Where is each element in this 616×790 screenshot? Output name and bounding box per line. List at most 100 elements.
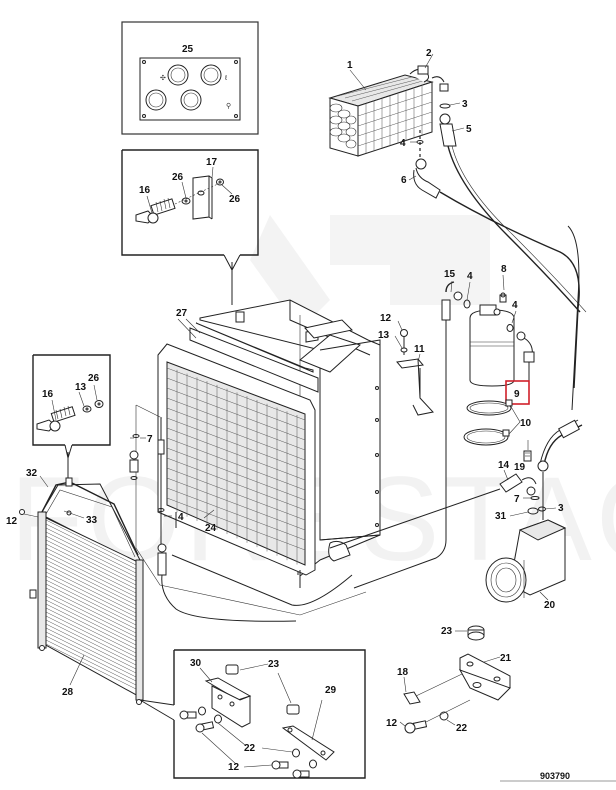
- grille-slat: [166, 497, 306, 551]
- part-label-13[interactable]: 13: [378, 330, 390, 341]
- part-label-19[interactable]: 19: [514, 462, 526, 473]
- part-label-4[interactable]: 4: [400, 138, 406, 149]
- part-label-23[interactable]: 23: [441, 626, 453, 637]
- condenser-fin: [45, 555, 137, 602]
- part-label-15[interactable]: 15: [444, 269, 456, 280]
- part-label-20[interactable]: 20: [544, 600, 556, 611]
- condenser-fin: [45, 547, 137, 594]
- condenser-fin: [45, 603, 137, 650]
- condenser-fin: [45, 615, 137, 662]
- part-label-14[interactable]: 14: [498, 460, 510, 471]
- part-label-21[interactable]: 21: [500, 653, 512, 664]
- part-label-9[interactable]: 9: [514, 389, 520, 400]
- figure-number: 903790: [540, 771, 570, 781]
- part-label-26[interactable]: 26: [88, 373, 100, 384]
- part-label-3[interactable]: 3: [558, 503, 564, 514]
- part-label-25[interactable]: 25: [182, 44, 194, 55]
- inset-control-panel[interactable]: ✣ ℓ ⚲ 25: [121, 21, 259, 135]
- condenser-fin: [45, 543, 137, 590]
- condenser-fin: [45, 583, 137, 630]
- part-label-24[interactable]: 24: [205, 523, 217, 534]
- part-label-22[interactable]: 22: [244, 743, 256, 754]
- liquid-line[interactable]: 15 4: [353, 269, 473, 589]
- highlight-box-part-9[interactable]: [505, 380, 530, 405]
- condenser-fin: [45, 539, 137, 586]
- part-label-29[interactable]: 29: [325, 685, 337, 696]
- condenser-fin: [45, 643, 137, 690]
- grille-slat: [166, 437, 306, 491]
- condenser-fin: [45, 607, 137, 654]
- condenser-fin: [45, 527, 137, 574]
- svg-text:ℓ: ℓ: [224, 75, 228, 82]
- receiver-drier[interactable]: 8 4 9: [469, 264, 535, 405]
- condenser-fin: [45, 567, 137, 614]
- part-label-32[interactable]: 32: [26, 468, 38, 479]
- part-label-6[interactable]: 6: [401, 175, 407, 186]
- condenser-fin: [45, 639, 137, 686]
- part-label-26[interactable]: 26: [229, 194, 241, 205]
- part-label-26[interactable]: 26: [172, 172, 184, 183]
- condenser-fin: [45, 531, 137, 578]
- evaporator[interactable]: [328, 65, 449, 157]
- condenser-fin: [45, 611, 137, 658]
- grille-slat: [166, 427, 306, 481]
- condenser-fin: [45, 623, 137, 670]
- part-label-12[interactable]: 12: [6, 516, 18, 527]
- condenser[interactable]: 32 12 33 28: [6, 468, 144, 705]
- evaporator-fittings[interactable]: 1 2 3 4 5 6: [347, 48, 587, 411]
- part-label-13[interactable]: 13: [75, 382, 87, 393]
- condenser-fin: [45, 571, 137, 618]
- part-label-12[interactable]: 12: [386, 718, 398, 729]
- part-label-16[interactable]: 16: [42, 389, 54, 400]
- condenser-fin: [45, 631, 137, 678]
- part-label-28[interactable]: 28: [62, 687, 74, 698]
- part-label-23[interactable]: 23: [268, 659, 280, 670]
- part-label-10[interactable]: 10: [520, 418, 532, 429]
- grille-slat: [166, 487, 306, 541]
- clamps[interactable]: 10: [463, 399, 532, 446]
- part-label-27[interactable]: 27: [176, 308, 188, 319]
- compressor[interactable]: 19 14 7 3 31 20: [329, 419, 583, 611]
- condenser-fin: [45, 563, 137, 610]
- part-label-30[interactable]: 30: [190, 658, 202, 669]
- bracket-11[interactable]: 12 13 11: [378, 313, 434, 416]
- condenser-fin: [45, 519, 137, 566]
- part-label-1[interactable]: 1: [347, 60, 353, 71]
- condenser-fin: [45, 599, 137, 646]
- part-label-18[interactable]: 18: [397, 667, 409, 678]
- part-label-4[interactable]: 4: [467, 271, 473, 282]
- part-label-17[interactable]: 17: [206, 157, 218, 168]
- grille-slat: [166, 457, 306, 511]
- part-label-5[interactable]: 5: [466, 124, 472, 135]
- part-label-31[interactable]: 31: [495, 511, 507, 522]
- part-label-22[interactable]: 22: [456, 723, 468, 734]
- condenser-fin: [45, 595, 137, 642]
- grille-slat: [166, 417, 306, 471]
- inset-wing-bolt-left[interactable]: 13 26 16: [32, 354, 111, 478]
- part-label-3[interactable]: 3: [462, 99, 468, 110]
- part-label-7[interactable]: 7: [147, 434, 153, 445]
- part-label-33[interactable]: 33: [86, 515, 98, 526]
- grille-slat: [166, 467, 306, 521]
- part-label-12[interactable]: 12: [380, 313, 392, 324]
- grille-slat: [166, 477, 306, 531]
- part-label-4[interactable]: 4: [512, 300, 518, 311]
- part-label-8[interactable]: 8: [501, 264, 507, 275]
- part-label-2[interactable]: 2: [426, 48, 432, 59]
- part-label-11[interactable]: 11: [414, 344, 425, 355]
- inset-wing-bolt-upper[interactable]: 17 26 16 26: [121, 149, 259, 305]
- condenser-fin: [45, 551, 137, 598]
- part-label-7[interactable]: 7: [514, 494, 520, 505]
- part-label-12[interactable]: 12: [228, 762, 240, 773]
- condenser-fin: [45, 523, 137, 570]
- condenser-fin: [45, 591, 137, 638]
- condenser-hoses[interactable]: 7 4: [129, 404, 367, 622]
- inset-brackets-lower-left[interactable]: 30 23 29 22 12: [139, 649, 366, 779]
- part-label-4[interactable]: 4: [178, 512, 184, 523]
- radiator-grille[interactable]: 27 24: [157, 308, 319, 588]
- condenser-fin: [45, 559, 137, 606]
- part-label-16[interactable]: 16: [139, 185, 151, 196]
- svg-text:⚲: ⚲: [226, 102, 231, 110]
